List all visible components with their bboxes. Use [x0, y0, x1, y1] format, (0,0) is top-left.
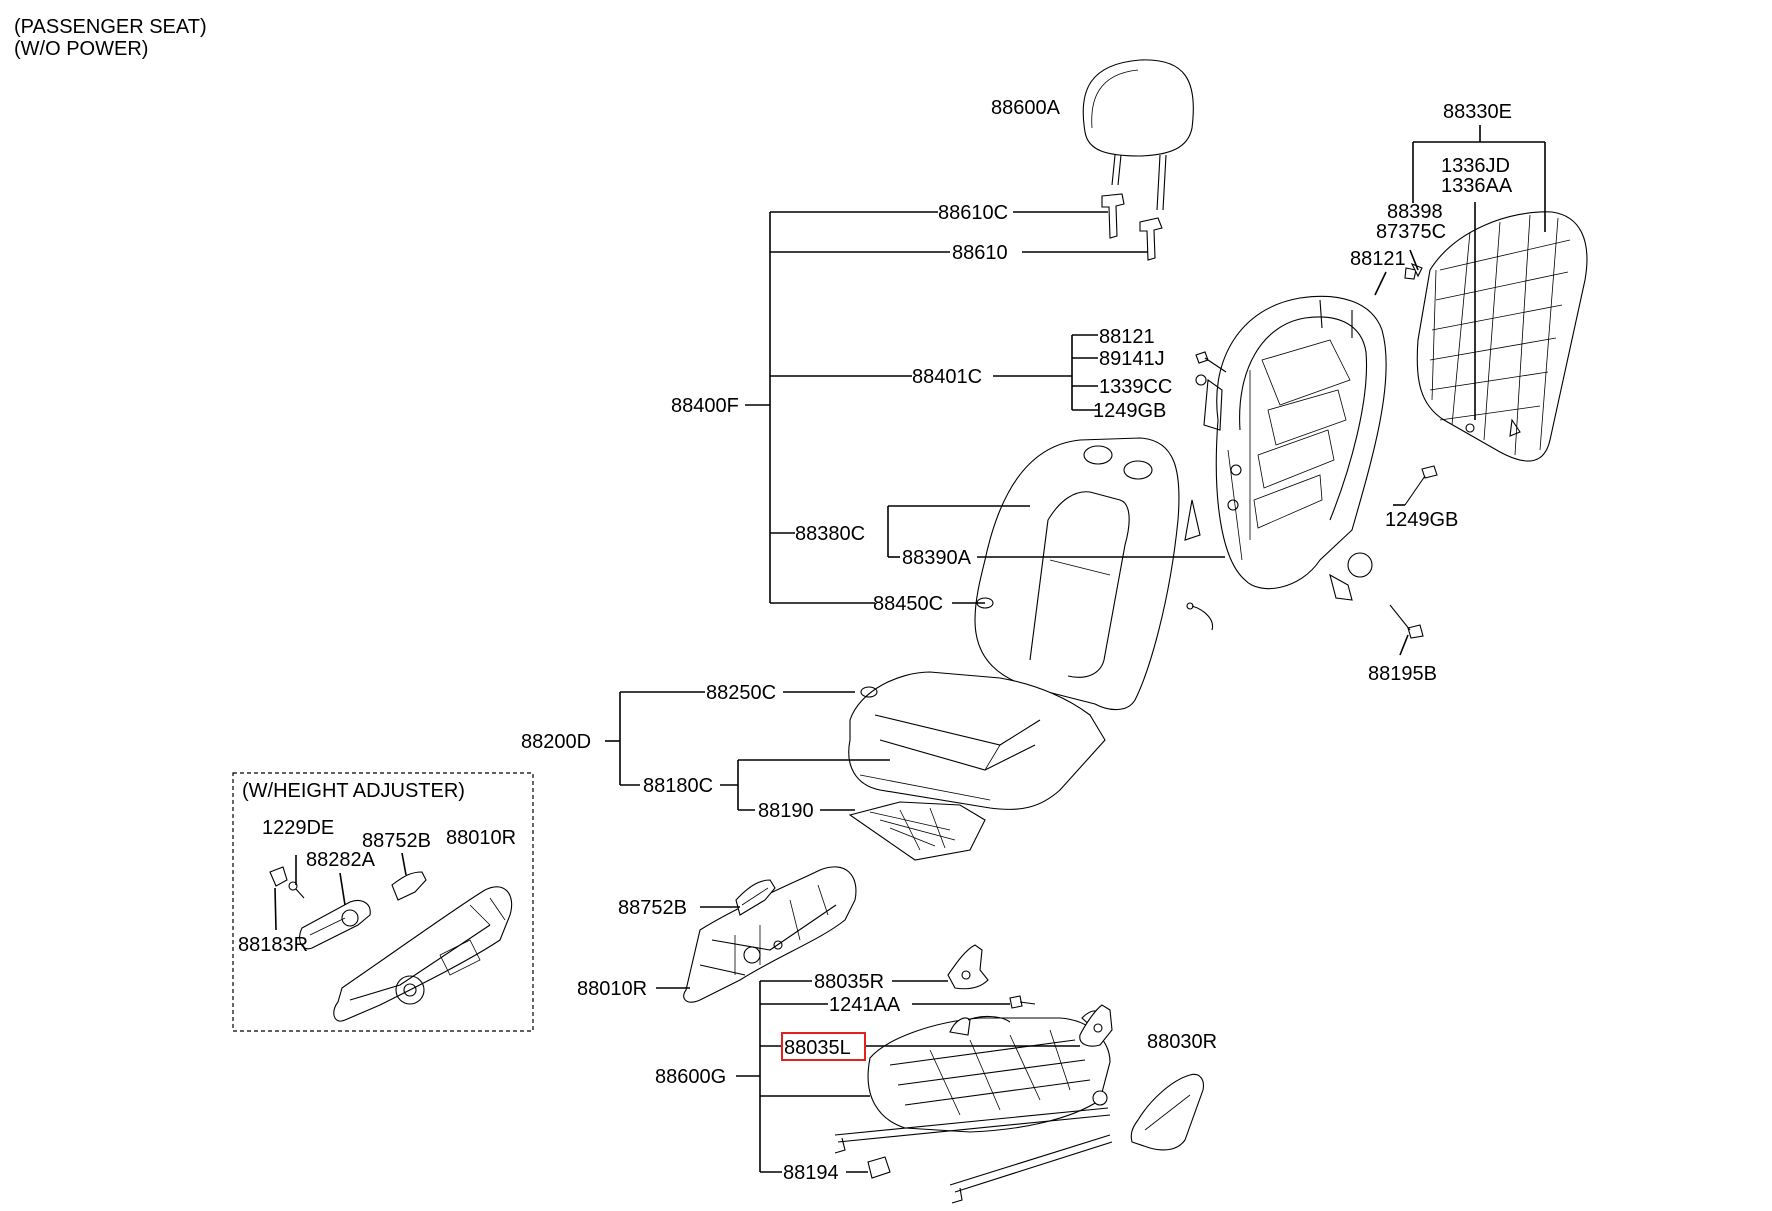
headrest-drawing — [1082, 59, 1194, 211]
connector-88194-drawing — [867, 1156, 891, 1179]
part-label-88610c[interactable]: 88610C — [938, 202, 1008, 224]
part-label-89141j[interactable]: 89141J — [1099, 348, 1165, 370]
inset-parts-drawing — [269, 866, 513, 1022]
part-label-88330e[interactable]: 88330E — [1443, 101, 1512, 123]
header-without-power: (W/O POWER) — [14, 38, 148, 60]
part-label-88250c[interactable]: 88250C — [706, 682, 776, 704]
recliner-bracket-left-drawing — [1079, 1004, 1113, 1047]
part-label-88030r[interactable]: 88030R — [1147, 1031, 1217, 1053]
seatback-frame-drawing — [1184, 295, 1387, 601]
part-labels: 88600A 88330E 1336JD 1336AA 88398 87375C… — [238, 97, 1513, 1184]
headrest-guide-drawing — [1101, 193, 1163, 261]
part-label-87375c[interactable]: 87375C — [1376, 221, 1446, 243]
part-label-88752b-inset[interactable]: 88752B — [362, 830, 431, 852]
recliner-bracket-right-drawing — [947, 944, 989, 990]
side-shield-drawing — [683, 866, 857, 1003]
recline-lever-drawing — [735, 879, 776, 916]
part-label-1336aa[interactable]: 1336AA — [1441, 175, 1513, 197]
part-label-1241aa[interactable]: 1241AA — [829, 994, 901, 1016]
part-label-88180c[interactable]: 88180C — [643, 775, 713, 797]
height-adjuster-inset-title: (W/HEIGHT ADJUSTER) — [242, 780, 465, 802]
part-label-1339cc[interactable]: 1339CC — [1099, 376, 1172, 398]
part-label-88121-top[interactable]: 88121 — [1350, 248, 1406, 270]
part-label-88380c[interactable]: 88380C — [795, 523, 865, 545]
part-label-88010r-inset[interactable]: 88010R — [446, 827, 516, 849]
outer-cover-drawing — [1130, 1073, 1204, 1151]
part-label-1249gb-b[interactable]: 1249GB — [1385, 509, 1458, 531]
part-label-88121-mid[interactable]: 88121 — [1099, 326, 1155, 348]
cushion-cover-drawing — [848, 671, 1106, 810]
part-label-88282a[interactable]: 88282A — [306, 849, 376, 871]
part-label-1249gb-a[interactable]: 1249GB — [1093, 400, 1166, 422]
height-adjuster-inset-box — [232, 772, 534, 1032]
part-label-88610[interactable]: 88610 — [952, 242, 1008, 264]
part-label-88200d[interactable]: 88200D — [521, 731, 591, 753]
part-label-88195b[interactable]: 88195B — [1368, 663, 1437, 685]
leader-lines — [274, 125, 1546, 1173]
part-label-1336jd[interactable]: 1336JD — [1441, 155, 1510, 177]
part-label-88194[interactable]: 88194 — [783, 1162, 839, 1184]
seatback-cover-drawing — [974, 437, 1214, 711]
part-label-88010r[interactable]: 88010R — [577, 978, 647, 1000]
part-label-88183r[interactable]: 88183R — [238, 934, 308, 956]
part-label-88398[interactable]: 88398 — [1387, 201, 1443, 223]
bolt-1241aa-drawing — [1009, 995, 1036, 1009]
part-label-88035r[interactable]: 88035R — [814, 971, 884, 993]
part-label-88600a[interactable]: 88600A — [991, 97, 1061, 119]
part-label-88390a[interactable]: 88390A — [902, 547, 972, 569]
back-fasteners-drawing — [1195, 262, 1438, 639]
highlighted-part-frame — [781, 1032, 866, 1061]
part-label-88600g[interactable]: 88600G — [655, 1066, 726, 1088]
part-label-88450c[interactable]: 88450C — [873, 593, 943, 615]
part-label-88190[interactable]: 88190 — [758, 800, 814, 822]
cushion-pan-drawing — [848, 801, 986, 861]
part-label-88400f[interactable]: 88400F — [671, 395, 739, 417]
part-label-88401c[interactable]: 88401C — [912, 366, 982, 388]
part-label-1229de[interactable]: 1229DE — [262, 817, 334, 839]
part-label-88752b[interactable]: 88752B — [618, 897, 687, 919]
seatback-mat-drawing — [1416, 211, 1588, 462]
part-label-88035l[interactable]: 88035L — [784, 1037, 851, 1059]
header-passenger-seat: (PASSENGER SEAT) — [14, 16, 207, 38]
